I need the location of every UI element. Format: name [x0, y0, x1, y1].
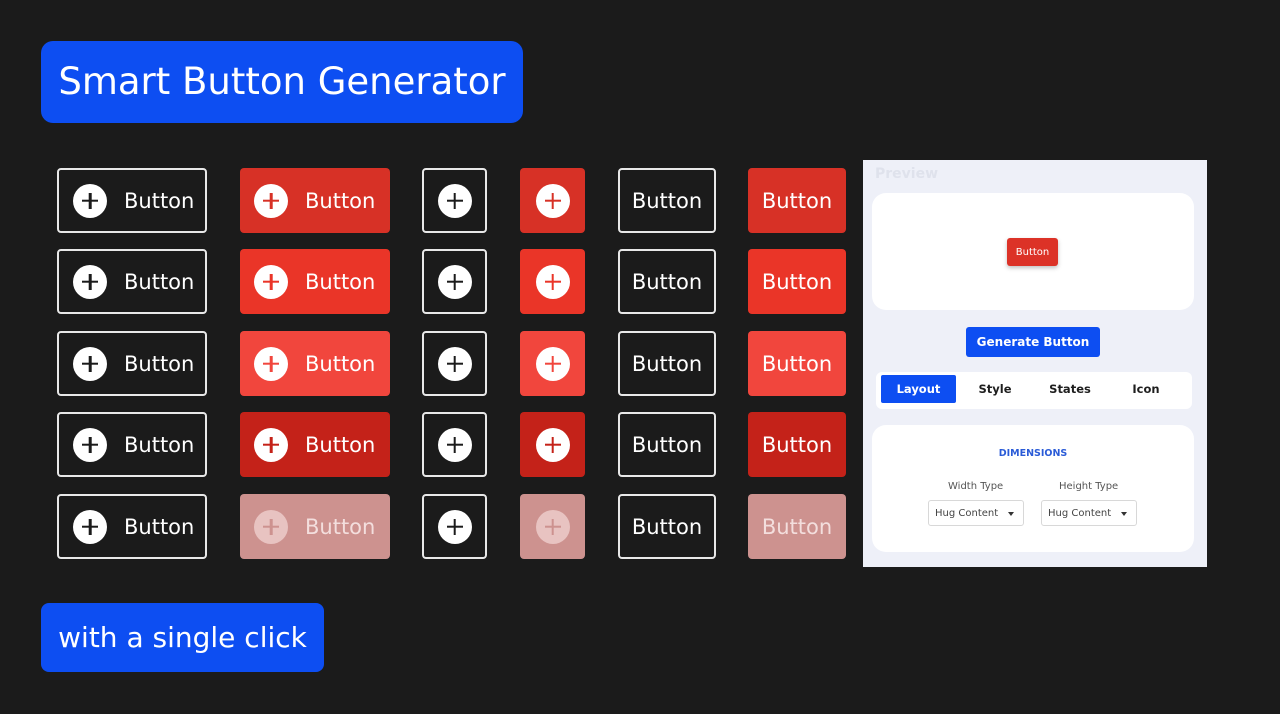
plus-circle-icon [535, 264, 570, 299]
filled-icon-label-button-r1[interactable]: Button [240, 168, 390, 233]
plus-circle-icon [73, 264, 107, 299]
button-label: Button [124, 351, 195, 376]
button-label: Button [631, 514, 703, 539]
outline-label-button-r2[interactable]: Button [618, 249, 716, 314]
button-label: Button [631, 351, 703, 376]
filled-label-button-r3[interactable]: Button [748, 331, 846, 396]
button-label: Button [124, 432, 195, 457]
plus-circle-icon [535, 427, 570, 462]
button-label: Button [761, 514, 833, 539]
filled-icon-label-button-r5[interactable]: Button [240, 494, 390, 559]
outline-icon-label-button-r1[interactable]: Button [57, 168, 207, 233]
plus-circle-icon [535, 183, 570, 218]
width-type-label: Width Type [948, 481, 1004, 492]
button-label: Button [761, 351, 833, 376]
plus-circle-icon [254, 509, 288, 544]
filled-label-button-r2[interactable]: Button [748, 249, 846, 314]
filled-label-button-r4[interactable]: Button [748, 412, 846, 477]
tab-style[interactable]: Style [978, 382, 1012, 396]
plus-circle-icon [73, 427, 107, 462]
filled-icon-label-button-r2[interactable]: Button [240, 249, 390, 314]
caret-down-icon [1121, 512, 1127, 516]
plus-circle-icon [73, 509, 107, 544]
filled-label-button-r1[interactable]: Button [748, 168, 846, 233]
button-label: Button [631, 432, 703, 457]
page-title: Smart Button Generator [41, 41, 523, 123]
width-type-select[interactable]: Hug Content [928, 500, 1024, 526]
button-label: Button [631, 188, 703, 213]
button-label: Button [761, 269, 833, 294]
outline-icon-label-button-r5[interactable]: Button [57, 494, 207, 559]
settings-tabs: Layout Style States Icon [876, 372, 1192, 409]
button-label: Button [305, 514, 376, 539]
caret-down-icon [1008, 512, 1014, 516]
height-type-select[interactable]: Hug Content [1041, 500, 1137, 526]
tab-states[interactable]: States [1049, 382, 1091, 396]
button-label: Button [631, 269, 703, 294]
button-label: Button [305, 351, 376, 376]
width-type-value: Hug Content [935, 507, 999, 519]
button-label: Button [124, 188, 195, 213]
plus-circle-icon [437, 183, 472, 218]
height-type-label: Height Type [1059, 481, 1119, 492]
preview-card: Button [872, 193, 1194, 310]
height-type-value: Hug Content [1048, 507, 1112, 519]
plus-circle-icon [437, 427, 472, 462]
outline-icon-button-r5[interactable] [422, 494, 487, 559]
filled-icon-label-button-r3[interactable]: Button [240, 331, 390, 396]
tab-layout[interactable]: Layout [881, 375, 956, 403]
plus-circle-icon [437, 264, 472, 299]
plus-circle-icon [437, 509, 472, 544]
button-label: Button [305, 432, 376, 457]
outline-icon-label-button-r2[interactable]: Button [57, 249, 207, 314]
plus-circle-icon [254, 346, 288, 381]
filled-icon-label-button-r4[interactable]: Button [240, 412, 390, 477]
button-label: Button [124, 514, 195, 539]
button-label: Button [761, 188, 833, 213]
filled-icon-button-r2[interactable] [520, 249, 585, 314]
outline-icon-label-button-r4[interactable]: Button [57, 412, 207, 477]
outline-icon-button-r4[interactable] [422, 412, 487, 477]
filled-icon-button-r3[interactable] [520, 331, 585, 396]
dimensions-heading: DIMENSIONS [998, 448, 1068, 459]
outline-icon-button-r1[interactable] [422, 168, 487, 233]
button-label: Button [761, 432, 833, 457]
plus-circle-icon [254, 183, 288, 218]
plus-circle-icon [535, 509, 570, 544]
filled-label-button-r5[interactable]: Button [748, 494, 846, 559]
plus-circle-icon [437, 346, 472, 381]
outline-label-button-r5[interactable]: Button [618, 494, 716, 559]
button-label: Button [124, 269, 195, 294]
dimensions-card: DIMENSIONS Width Type Height Type Hug Co… [872, 425, 1194, 552]
tagline: with a single click [41, 603, 324, 672]
outline-label-button-r4[interactable]: Button [618, 412, 716, 477]
plus-circle-icon [254, 427, 288, 462]
filled-icon-button-r1[interactable] [520, 168, 585, 233]
button-label: Button [305, 188, 376, 213]
plus-circle-icon [254, 264, 288, 299]
plus-circle-icon [73, 183, 107, 218]
preview-panel: Preview Button Generate Button Layout St… [863, 160, 1207, 567]
plus-circle-icon [73, 346, 107, 381]
outline-icon-label-button-r3[interactable]: Button [57, 331, 207, 396]
button-label: Button [305, 269, 376, 294]
outline-icon-button-r2[interactable] [422, 249, 487, 314]
outline-label-button-r1[interactable]: Button [618, 168, 716, 233]
preview-title: Preview [875, 166, 939, 182]
plus-circle-icon [535, 346, 570, 381]
tab-icon[interactable]: Icon [1132, 382, 1160, 396]
generate-button[interactable]: Generate Button [966, 327, 1100, 357]
filled-icon-button-r5[interactable] [520, 494, 585, 559]
outline-label-button-r3[interactable]: Button [618, 331, 716, 396]
filled-icon-button-r4[interactable] [520, 412, 585, 477]
outline-icon-button-r3[interactable] [422, 331, 487, 396]
preview-button[interactable]: Button [1007, 238, 1058, 266]
